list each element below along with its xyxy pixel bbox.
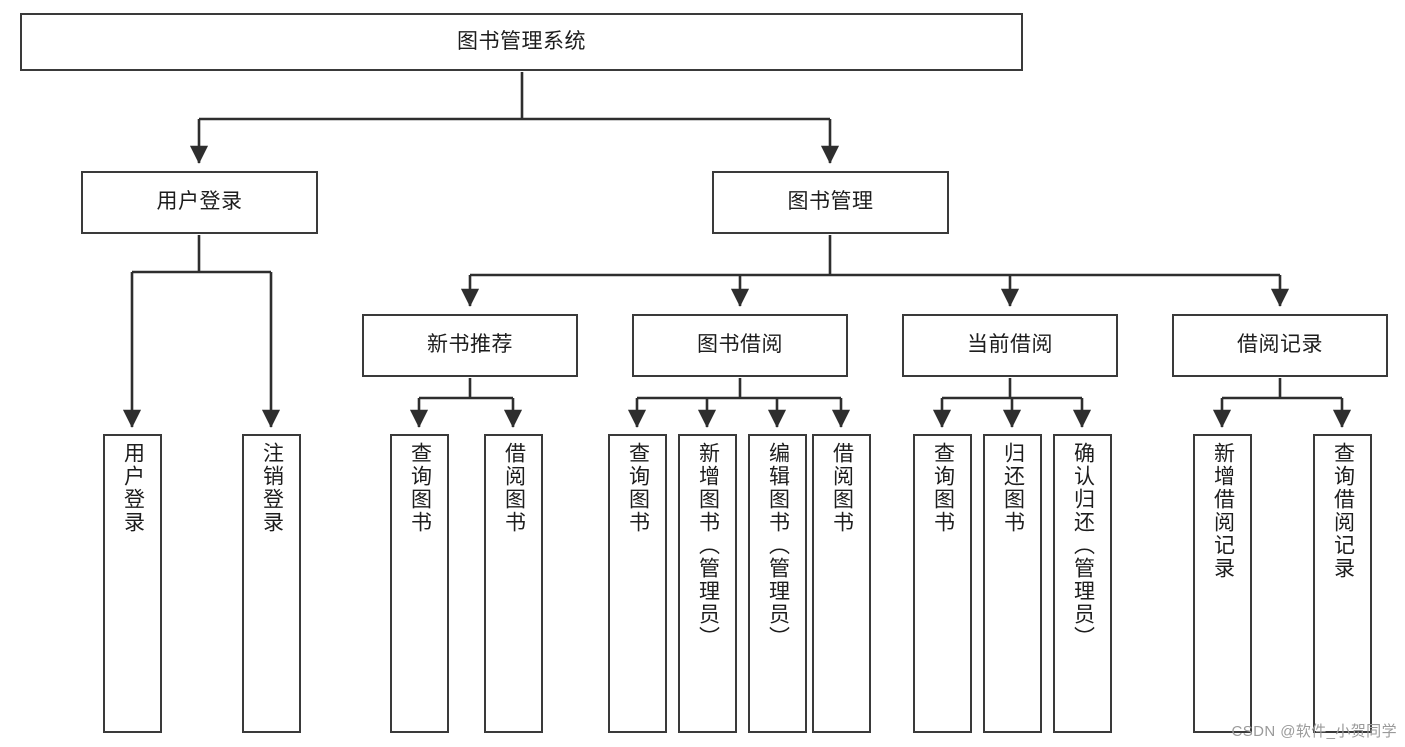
leaf-add-book-label: 新增图书（管理员） <box>696 442 720 649</box>
node-book-management[interactable]: 图书管理 <box>712 171 949 234</box>
leaf-return-book[interactable]: 归还图书 <box>983 434 1042 733</box>
leaf-user-login-label: 用户登录 <box>121 442 145 534</box>
csdn-watermark: CSDN @软件_小贺同学 <box>1231 723 1397 740</box>
leaf-borrow-book-1[interactable]: 借阅图书 <box>484 434 543 733</box>
node-current-borrow-label: 当前借阅 <box>967 333 1053 357</box>
leaf-borrow-book-1-label: 借阅图书 <box>502 442 526 534</box>
leaf-user-logout[interactable]: 注销登录 <box>242 434 301 733</box>
leaf-query-book-3[interactable]: 查询图书 <box>913 434 972 733</box>
node-book-borrow-label: 图书借阅 <box>697 333 783 357</box>
node-root-label: 图书管理系统 <box>457 29 586 53</box>
leaf-query-book-3-label: 查询图书 <box>931 442 955 534</box>
leaf-user-logout-label: 注销登录 <box>260 442 284 534</box>
leaf-edit-book[interactable]: 编辑图书（管理员） <box>748 434 807 733</box>
node-root[interactable]: 图书管理系统 <box>20 13 1023 71</box>
leaf-query-book-2-label: 查询图书 <box>626 442 650 534</box>
leaf-user-login[interactable]: 用户登录 <box>103 434 162 733</box>
node-book-management-label: 图书管理 <box>787 190 874 214</box>
leaf-confirm-return[interactable]: 确认归还（管理员） <box>1053 434 1112 733</box>
node-user-login[interactable]: 用户登录 <box>81 171 318 234</box>
node-new-book-recommend-label: 新书推荐 <box>427 333 513 357</box>
leaf-query-book-1-label: 查询图书 <box>408 442 432 534</box>
node-borrow-record-label: 借阅记录 <box>1237 333 1323 357</box>
node-current-borrow[interactable]: 当前借阅 <box>902 314 1118 377</box>
leaf-borrow-book-2[interactable]: 借阅图书 <box>812 434 871 733</box>
leaf-confirm-return-label: 确认归还（管理员） <box>1071 442 1095 649</box>
leaf-add-record-label: 新增借阅记录 <box>1211 442 1235 580</box>
leaf-query-book-2[interactable]: 查询图书 <box>608 434 667 733</box>
leaf-borrow-book-2-label: 借阅图书 <box>830 442 854 534</box>
leaf-return-book-label: 归还图书 <box>1001 442 1025 534</box>
leaf-add-book[interactable]: 新增图书（管理员） <box>678 434 737 733</box>
leaf-query-record[interactable]: 查询借阅记录 <box>1313 434 1372 733</box>
leaf-add-record[interactable]: 新增借阅记录 <box>1193 434 1252 733</box>
node-borrow-record[interactable]: 借阅记录 <box>1172 314 1388 377</box>
leaf-query-book-1[interactable]: 查询图书 <box>390 434 449 733</box>
node-new-book-recommend[interactable]: 新书推荐 <box>362 314 578 377</box>
node-book-borrow[interactable]: 图书借阅 <box>632 314 848 377</box>
leaf-edit-book-label: 编辑图书（管理员） <box>766 442 790 649</box>
node-user-login-label: 用户登录 <box>156 190 243 214</box>
leaf-query-record-label: 查询借阅记录 <box>1331 442 1355 580</box>
